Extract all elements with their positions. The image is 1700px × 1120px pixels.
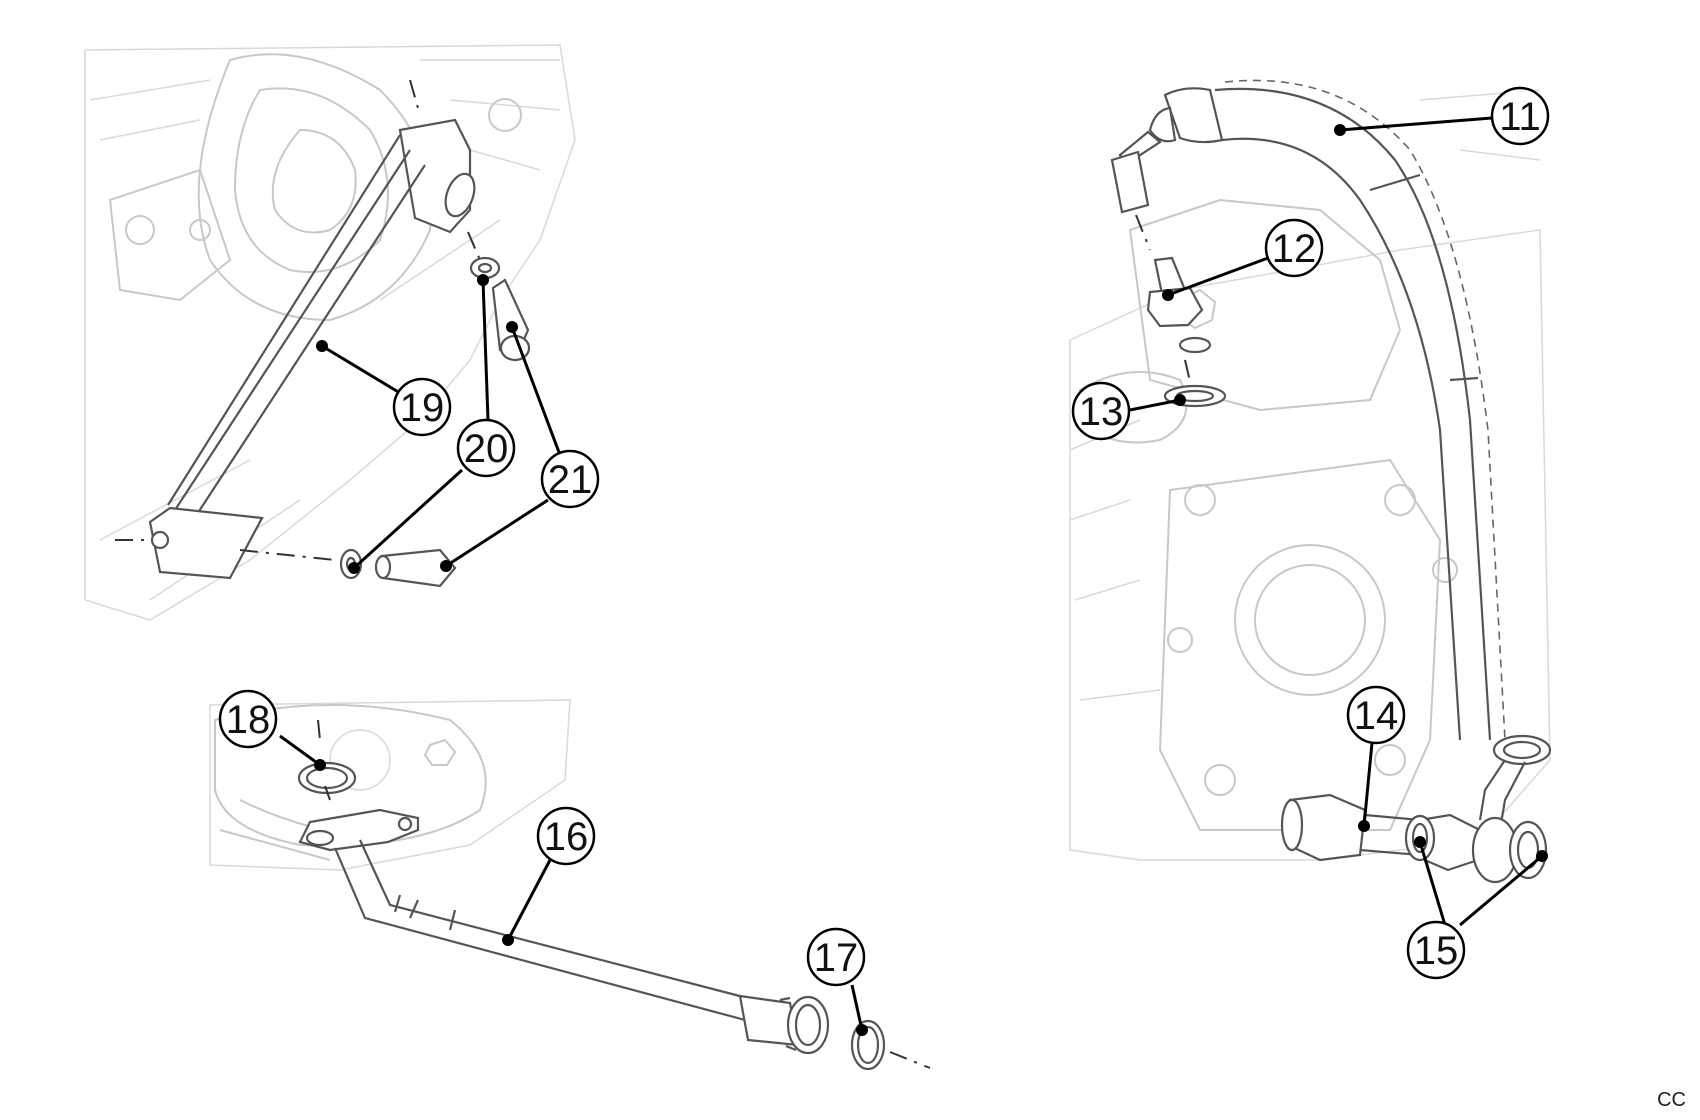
callout-12: 12: [1162, 218, 1324, 301]
callout-12-label: 12: [1272, 227, 1317, 271]
callout-20-label: 20: [464, 427, 509, 471]
callout-17: 17: [806, 927, 868, 1036]
callout-17-label: 17: [814, 936, 859, 980]
corner-code: CC: [1657, 1089, 1686, 1111]
callout-16: 16: [502, 806, 596, 946]
callout-11-label: 11: [1499, 95, 1541, 139]
part-16-tube: [298, 808, 830, 1055]
part-11-hose: [1110, 79, 1552, 831]
callout-21: 21: [440, 321, 600, 572]
callout-11: 11: [1334, 86, 1550, 146]
callout-15: 15: [1406, 836, 1548, 980]
callout-20: 20: [348, 274, 516, 574]
part-21-bushings: [374, 278, 531, 588]
view-tube-assembly: [209, 699, 931, 1071]
callout-18: 18: [218, 689, 326, 771]
view-rod-assembly: [84, 44, 576, 621]
callout-13: 13: [1071, 381, 1186, 441]
callout-13-label: 13: [1079, 390, 1124, 434]
part-13-washer: [1163, 384, 1227, 408]
part-18-gasket: [297, 761, 357, 795]
part-12-fitting: [1146, 256, 1212, 354]
callout-14-label: 14: [1354, 694, 1399, 738]
callout-16-label: 16: [544, 815, 589, 859]
callout-15-label: 15: [1414, 929, 1459, 973]
view-hose-assembly: [1069, 79, 1552, 884]
part-19-rod: [148, 118, 476, 580]
callout-18-label: 18: [226, 698, 271, 742]
part-14-connector: [1280, 793, 1519, 884]
callout-19: 19: [316, 340, 452, 437]
background-engine-top-left: [84, 44, 576, 621]
callout-21-label: 21: [548, 458, 593, 502]
callout-19-label: 19: [400, 386, 445, 430]
callout-14: 14: [1346, 685, 1406, 832]
